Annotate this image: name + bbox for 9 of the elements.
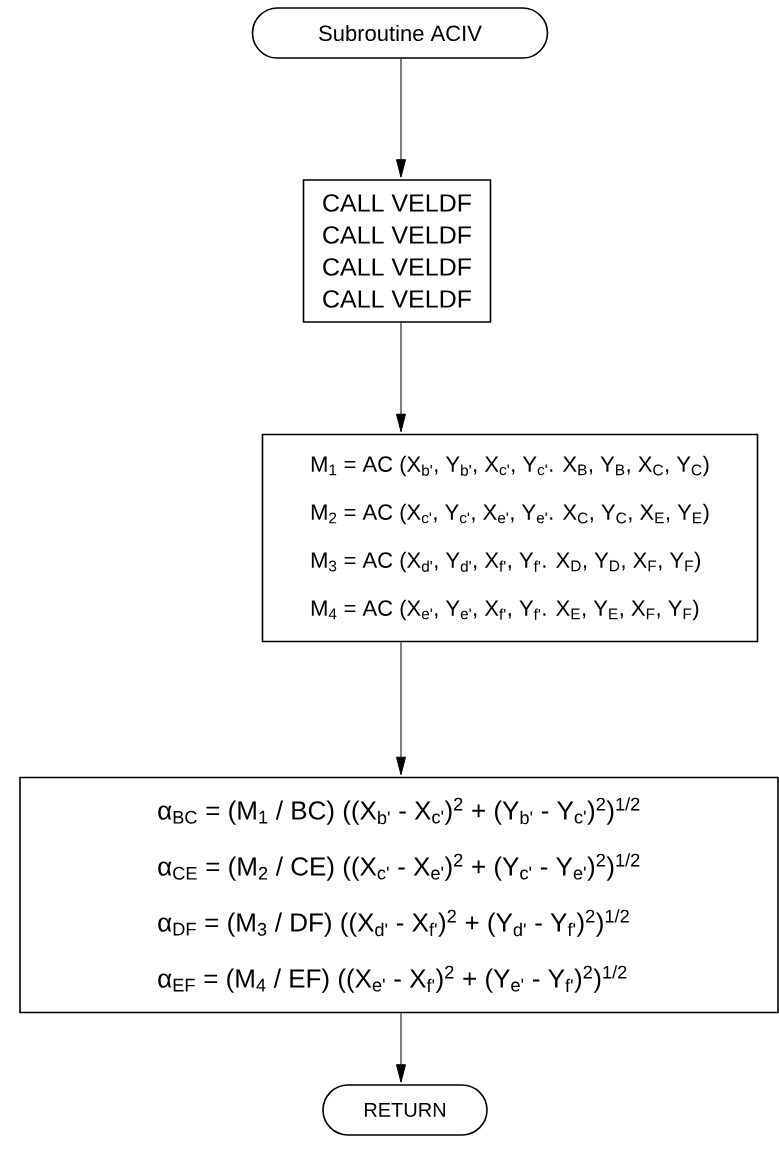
- process-box: α$_{BC}$ = (M$_{1}$ / BC) ((X$_{b'}$ - X$_{c'}$)$^{2}$ + (Y$_{b'}$ - Y$_{c'}$)$^{2}$)$^{1/2}$ α$_{CE}$ = (M$_{2}$ / CE) ((X$_{c'}$ - X$_{e'}$)$^{2}$ + (Y$_{c'}$ - Y$_{e'}$)$^{2}$)$^{1/2}$ α$_{DF}$ = (M$_{3}$ / DF) ((X$_{d'}$ - X$_{f'}$)$^{2}$ + (Y$_{d'}$ - Y$_{f'}$)$^{2}$)$^{1/2}$ α$_{EF}$ = (M$_{4}$ / EF) ((X$_{e'}$ - X$_{f'}$)$^{2}$ + (Y$_{e'}$ - Y$_{f'}$)$^{2}$)$^{1/2}$: [19, 776, 779, 1014]
- arrow: [396, 641, 406, 776]
- arrow: [396, 58, 406, 178]
- arrow: [396, 1012, 406, 1083]
- arrow: [396, 322, 406, 433]
- terminal-box: RETURN: [322, 1084, 488, 1136]
- process-box: M$_{1}$ = AC (X$_{b'}$, Y$_{b'}$, X$_{c'}$, Y$_{c'}$. X$_{B}$, Y$_{B}$, X$_{C}$, Y$_{C}$) M$_{2}$ = AC (X$_{c'}$, Y$_{c'}$, X$_{e'}$, Y$_{e'}$. X$_{C}$, Y$_{C}$, X$_{E}$, Y$_{E}$) M$_{3}$ = AC (X$_{d'}$, Y$_{d'}$, X$_{f'}$, Y$_{f'}$. X$_{D}$, Y$_{D}$, X$_{F}$, Y$_{F}$) M$_{4}$ = AC (X$_{e'}$, Y$_{e'}$, X$_{f'}$, Y$_{f'}$. X$_{E}$, Y$_{E}$, X$_{F}$, Y$_{F}$): [261, 433, 759, 643]
- terminal-box: Subroutine ACIV: [251, 7, 549, 59]
- process-box: CALL VELDF CALL VELDF CALL VELDF CALL VELDF: [302, 179, 492, 323]
